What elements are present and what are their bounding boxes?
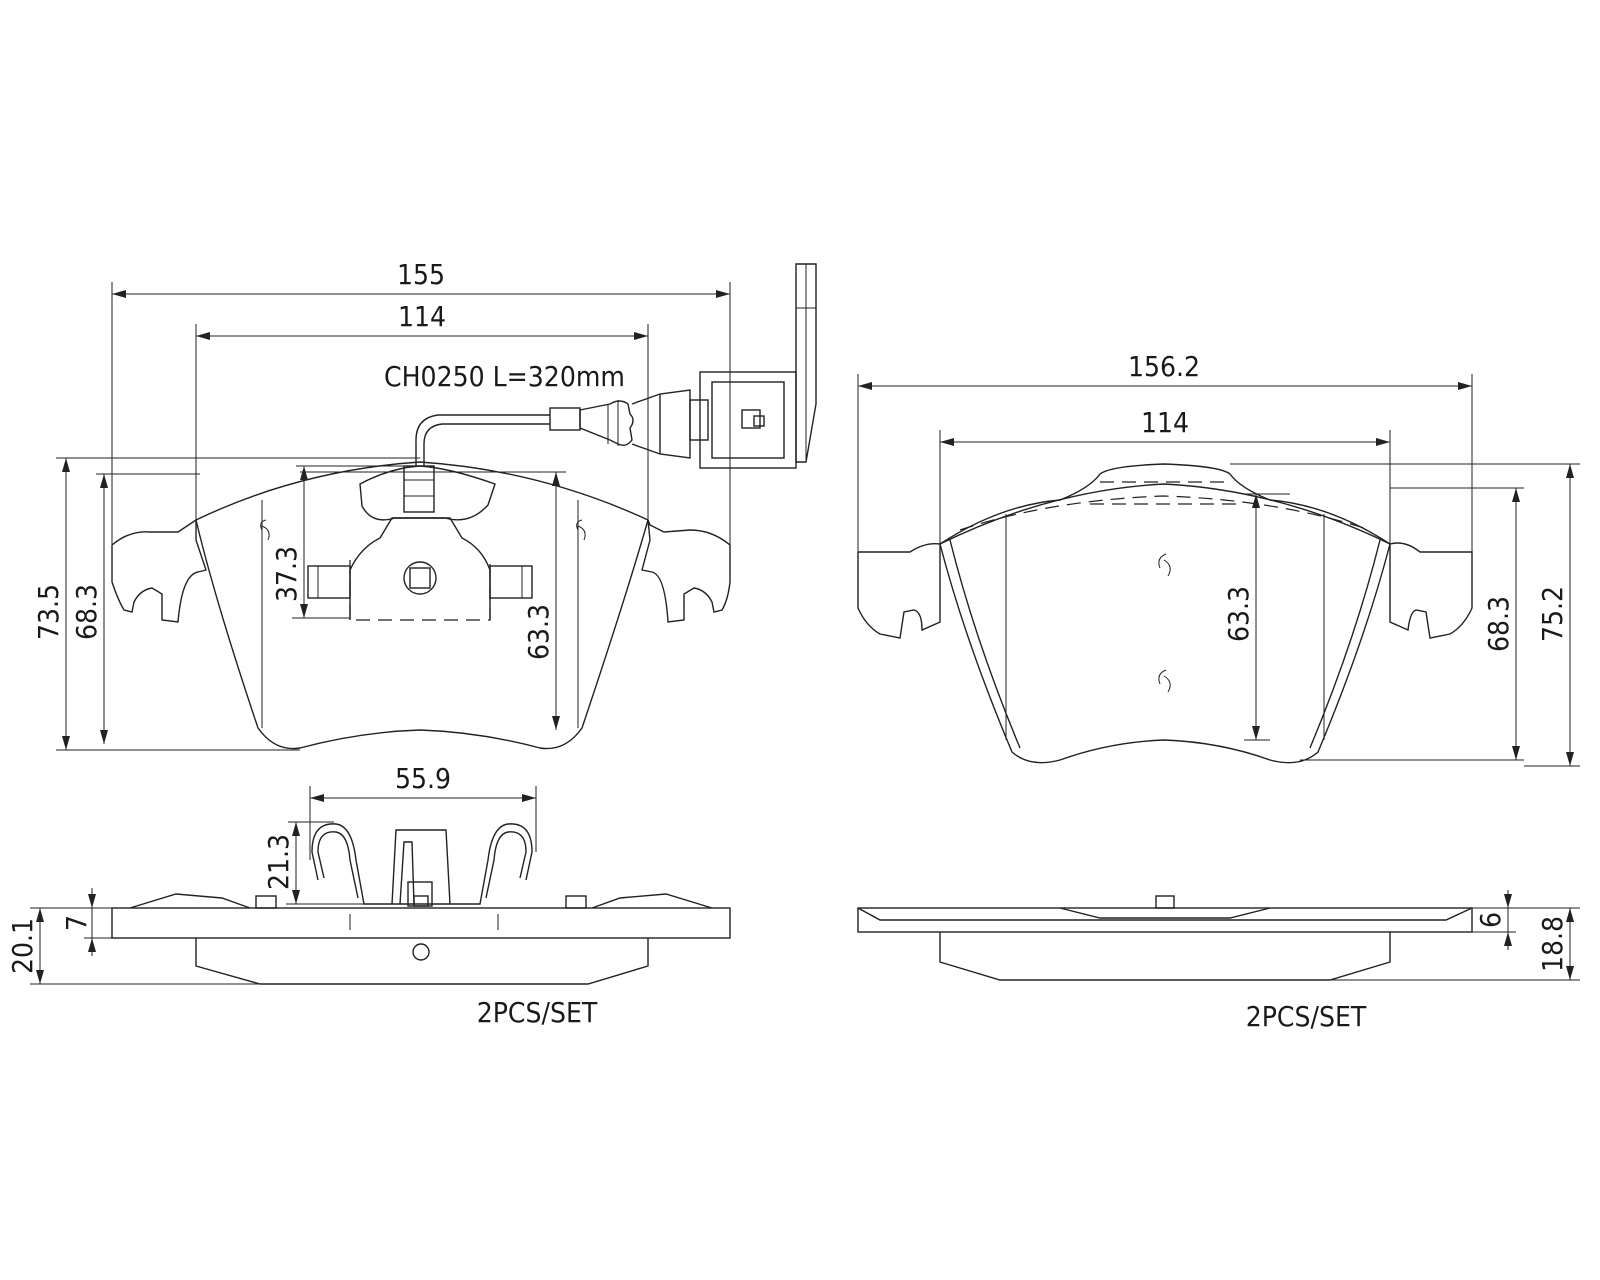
sensor-label: CH0250 L=320mm <box>384 360 625 393</box>
right-pad-side-view: 6 18.8 2PCS/SET <box>857 890 1580 1033</box>
dim-37-3-label: 37.3 <box>270 546 303 602</box>
dim-63-3-label: 63.3 <box>522 604 555 660</box>
right-pad-front-view: 156.2 114 63.3 68.3 75.2 <box>857 350 1580 767</box>
dim-114-right-label: 114 <box>1141 406 1189 439</box>
dim-6-label: 6 <box>1474 912 1507 928</box>
dim-155-label: 155 <box>397 258 445 291</box>
wear-sensor <box>415 263 817 469</box>
dim-18-8-label: 18.8 <box>1536 916 1569 972</box>
dim-21-3-label: 21.3 <box>262 834 295 890</box>
dim-75-2-label: 75.2 <box>1536 586 1569 642</box>
dim-114-label: 114 <box>398 300 446 333</box>
dim-73-5-label: 73.5 <box>32 584 65 640</box>
dim-55-9-label: 55.9 <box>395 762 451 795</box>
left-set-label: 2PCS/SET <box>477 996 598 1029</box>
left-pad-front-view: 155 114 CH0250 L=320mm 73.5 68.3 63.3 <box>32 258 817 751</box>
dim-7-label: 7 <box>60 915 93 931</box>
dim-68-3-label: 68.3 <box>70 584 103 640</box>
dim-20-1-label: 20.1 <box>6 918 39 974</box>
dim-156-2-label: 156.2 <box>1128 350 1200 383</box>
left-pad-side-view: 55.9 21.3 20.1 7 2PCS/SET <box>6 762 731 1029</box>
right-set-label: 2PCS/SET <box>1246 1000 1367 1033</box>
dim-63-3-right-label: 63.3 <box>1222 586 1255 642</box>
dim-68-3-right-label: 68.3 <box>1482 596 1515 652</box>
